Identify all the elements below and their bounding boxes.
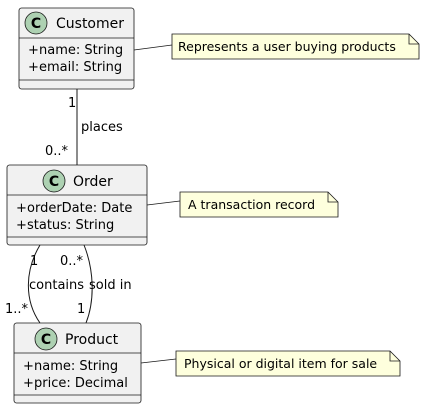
attribute-row: + status: String <box>16 218 114 233</box>
attribute-row: + name: String <box>23 359 118 374</box>
attribute-text: name: String <box>39 43 123 58</box>
association-contains: contains 1 1..* <box>5 244 84 324</box>
class-customer[interactable]: C Customer + name: String + email: Strin… <box>18 7 135 90</box>
svg-text:C: C <box>49 174 59 190</box>
visibility-public-icon: + <box>28 43 39 58</box>
attribute-row: + email: String <box>28 60 122 75</box>
sold-in-mult-from: 0..* <box>60 254 84 269</box>
class-name-customer: Customer <box>56 16 124 32</box>
attribute-text: email: String <box>39 60 122 75</box>
places-mult-from: 1 <box>68 96 76 111</box>
association-sold-in: sold in 0..* 1 <box>60 244 132 324</box>
contains-mult-to: 1..* <box>5 302 29 317</box>
attribute-row: + name: String <box>28 43 123 58</box>
places-label: places <box>81 120 123 135</box>
svg-text:C: C <box>41 332 51 348</box>
attribute-row: + price: Decimal <box>23 376 128 391</box>
association-places: places 1 0..* <box>45 89 123 165</box>
visibility-public-icon: + <box>28 60 39 75</box>
attribute-text: name: String <box>34 359 118 374</box>
note-connector-product <box>140 358 177 364</box>
class-product[interactable]: C Product + name: String + price: Decima… <box>13 322 142 404</box>
visibility-public-icon: + <box>16 218 27 233</box>
places-mult-to: 0..* <box>45 144 69 159</box>
class-order[interactable]: C Order + orderDate: Date + status: Stri… <box>6 164 148 246</box>
note-product[interactable]: Physical or digital item for sale <box>175 350 401 377</box>
attribute-text: orderDate: Date <box>27 201 132 216</box>
attribute-text: status: String <box>27 218 114 233</box>
note-customer[interactable]: Represents a user buying products <box>171 33 420 60</box>
note-text: A transaction record <box>188 197 315 212</box>
class-stereotype-icon: C <box>42 169 66 193</box>
class-stereotype-icon: C <box>24 11 48 35</box>
contains-label: contains <box>29 278 84 293</box>
class-stereotype-icon: C <box>34 327 58 351</box>
sold-in-label: sold in <box>89 278 132 293</box>
contains-mult-from: 1 <box>30 254 38 269</box>
attribute-text: price: Decimal <box>34 376 128 391</box>
note-text: Physical or digital item for sale <box>184 356 377 371</box>
note-order[interactable]: A transaction record <box>179 191 339 218</box>
svg-text:C: C <box>31 16 41 32</box>
note-connector-customer <box>133 44 173 51</box>
visibility-public-icon: + <box>23 359 34 374</box>
visibility-public-icon: + <box>16 201 27 216</box>
class-name-order: Order <box>73 174 113 190</box>
note-connector-order <box>146 200 181 206</box>
attribute-row: + orderDate: Date <box>16 201 132 216</box>
class-name-product: Product <box>65 332 119 348</box>
sold-in-mult-to: 1 <box>77 302 85 317</box>
note-text: Represents a user buying products <box>178 39 396 54</box>
visibility-public-icon: + <box>23 376 34 391</box>
